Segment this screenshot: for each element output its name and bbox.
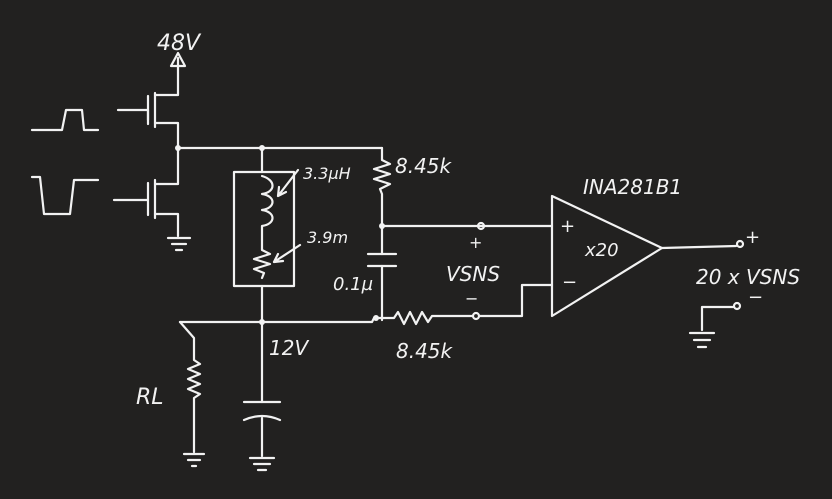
- dcr-resistor: [252, 238, 272, 280]
- plus-input-label: +: [560, 216, 575, 237]
- resistor-top-8k45: [372, 146, 392, 228]
- cap-value-label: 0.1µ: [333, 274, 373, 295]
- vsns-minus-label: −: [465, 289, 478, 308]
- high-side-gate-waveform: [30, 108, 100, 132]
- output-wire: [660, 244, 738, 250]
- top-resistor-label: 8.45k: [395, 154, 453, 178]
- wire-minus-input: [477, 283, 554, 318]
- vsns-plus-terminal: [476, 221, 486, 231]
- output-minus-terminal: [732, 301, 742, 311]
- dcr-value-label: 3.9m: [307, 228, 348, 247]
- ic-label: INA281B1: [583, 175, 682, 199]
- output-capacitor: [242, 320, 282, 472]
- output-label: 20 x VSNS: [696, 265, 800, 289]
- supply-label: 48V: [157, 31, 202, 56]
- output-ground-wire: [700, 305, 735, 332]
- load-resistor: [178, 320, 202, 454]
- high-side-mosfet: [116, 91, 180, 150]
- dcr-label-pointer: [272, 243, 302, 264]
- inductor-coil: [260, 174, 274, 242]
- vsns-label: VSNS: [446, 262, 500, 286]
- minus-input-label: −: [562, 272, 577, 293]
- inductor-value-label: 3.3µH: [303, 164, 351, 183]
- inductor-label-pointer: [276, 168, 300, 198]
- output-plus-terminal: [735, 239, 745, 249]
- output-minus-label: −: [748, 287, 763, 308]
- switch-node-junction: [175, 145, 181, 151]
- sense-capacitor: [366, 224, 398, 322]
- gain-label: x20: [584, 240, 619, 261]
- output-node-wire: [178, 316, 376, 324]
- supply-48v: [169, 51, 187, 95]
- load-label: RL: [136, 385, 164, 410]
- low-side-mosfet: [112, 146, 192, 252]
- ina281-amplifier: [550, 194, 664, 318]
- low-side-gate-waveform: [30, 175, 100, 216]
- output-plus-label: +: [745, 227, 760, 248]
- resistor-bottom-8k45: [374, 310, 474, 326]
- bottom-resistor-label: 8.45k: [396, 339, 454, 363]
- node-voltage-label: 12V: [269, 336, 309, 360]
- vsns-plus-label: +: [469, 233, 482, 252]
- inductor-package-box: [232, 170, 296, 288]
